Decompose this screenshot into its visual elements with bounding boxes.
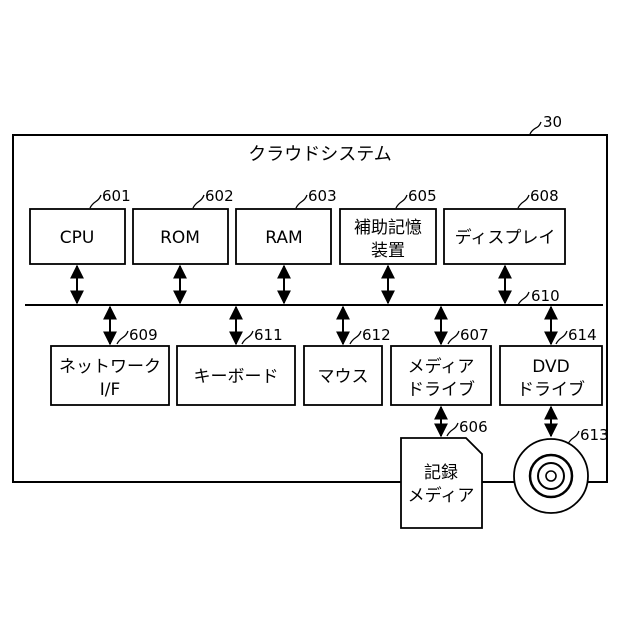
block-dvd-ref: 614 [568, 326, 597, 344]
block-display: ディスプレイ 608 [444, 187, 565, 264]
block-cpu: CPU 601 [30, 187, 131, 264]
block-media-drive-label-line1: メディア [408, 356, 475, 377]
system-ref-leader [530, 122, 541, 134]
block-dvd-label-line1: DVD [532, 357, 570, 377]
system-ref-number: 30 [543, 113, 562, 131]
block-rom-label: ROM [160, 228, 200, 248]
block-display-label: ディスプレイ [455, 227, 556, 248]
block-ram-label: RAM [265, 228, 302, 248]
bus-ref-leader [518, 292, 529, 305]
block-auxiliary-storage: 補助記憶 装置 605 [340, 187, 437, 264]
block-keyboard-label: キーボード [194, 367, 279, 387]
block-dvd-label-line2: ドライブ [517, 379, 585, 400]
block-mouse-ref: 612 [362, 326, 391, 344]
block-cpu-ref: 601 [102, 187, 131, 205]
block-display-ref: 608 [530, 187, 559, 205]
block-network-label-line2: I/F [100, 380, 121, 400]
block-network-ref: 609 [129, 326, 158, 344]
block-media-drive-ref: 607 [460, 326, 489, 344]
block-cpu-label: CPU [60, 228, 95, 248]
block-media-drive-label-line2: ドライブ [407, 379, 475, 400]
dvd-disc-icon: 613 [514, 426, 609, 513]
block-mouse-label: マウス [318, 367, 369, 387]
block-keyboard-ref: 611 [254, 326, 283, 344]
block-aux-ref: 605 [408, 187, 437, 205]
block-network-label-line1: ネットワーク [59, 357, 161, 377]
block-rom: ROM 602 [133, 187, 234, 264]
block-ram-ref: 603 [308, 187, 337, 205]
block-aux-label-line1: 補助記憶 [354, 218, 422, 238]
block-mouse: マウス 612 [304, 326, 391, 405]
media-ref: 606 [459, 418, 488, 436]
media-label-line2: メディア [408, 485, 475, 506]
media-label-line1: 記録 [424, 463, 458, 483]
block-rom-ref: 602 [205, 187, 234, 205]
recording-media: 記録 メディア 606 [401, 418, 488, 528]
system-title: クラウドシステム [248, 144, 391, 165]
block-ram: RAM 603 [236, 187, 337, 264]
disc-ref: 613 [580, 426, 609, 444]
bus-ref-number: 610 [531, 287, 560, 305]
block-aux-label-line2: 装置 [371, 241, 405, 261]
